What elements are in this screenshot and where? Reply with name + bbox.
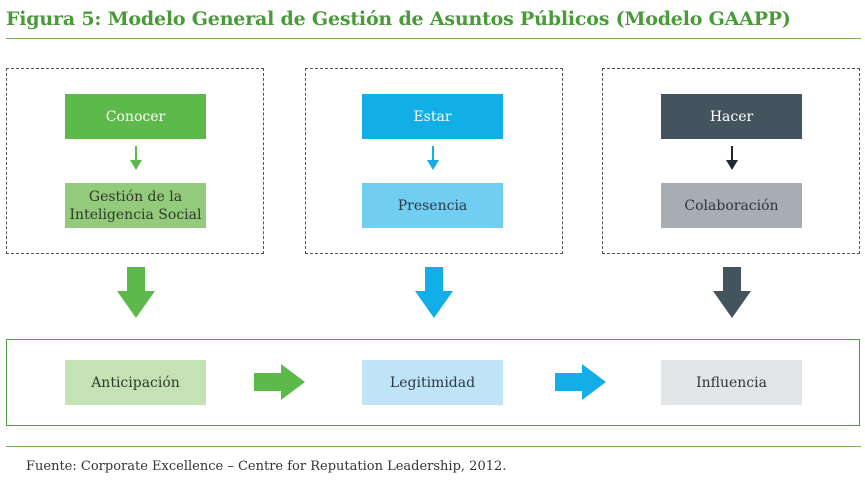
big-arrow-right-icon [254, 364, 305, 400]
big-arrow-right-icon [555, 364, 606, 400]
big-arrow-down-icon [415, 267, 453, 318]
box-hacer: Hacer [661, 94, 802, 139]
footer-rule [6, 446, 861, 447]
outcomes-container [6, 339, 860, 426]
box-gestion-inteligencia-social: Gestión de la Inteligencia Social [65, 183, 206, 228]
arrow-down-icon [726, 146, 738, 170]
source-note: Fuente: Corporate Excellence – Centre fo… [26, 459, 507, 474]
arrow-down-icon [427, 146, 439, 170]
title-rule [6, 38, 861, 39]
arrow-down-icon [130, 146, 142, 170]
figure-title: Figura 5: Modelo General de Gestión de A… [6, 8, 791, 30]
group-estar [305, 68, 563, 254]
box-conocer: Conocer [65, 94, 206, 139]
group-hacer [602, 68, 860, 254]
group-conocer [6, 68, 264, 254]
box-presencia: Presencia [362, 183, 503, 228]
box-legitimidad: Legitimidad [362, 360, 503, 405]
box-anticipacion: Anticipación [65, 360, 206, 405]
box-influencia: Influencia [661, 360, 802, 405]
box-colaboracion: Colaboración [661, 183, 802, 228]
big-arrow-down-icon [117, 267, 155, 318]
big-arrow-down-icon [713, 267, 751, 318]
box-estar: Estar [362, 94, 503, 139]
